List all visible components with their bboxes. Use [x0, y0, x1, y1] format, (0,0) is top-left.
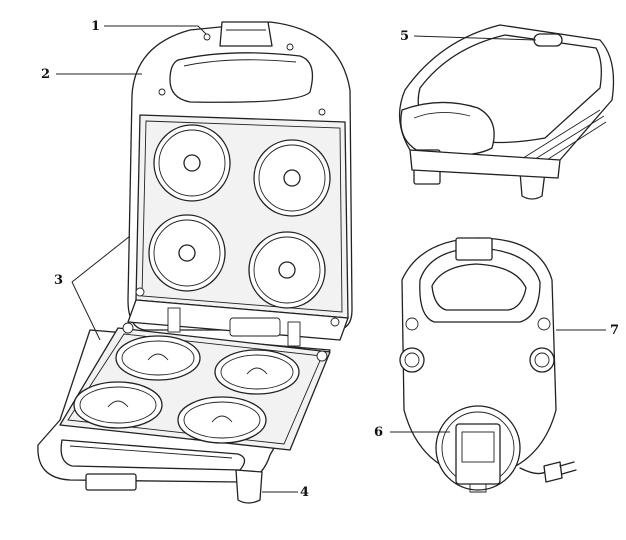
callout-4: 4: [300, 485, 309, 500]
callout-3: 3: [54, 273, 63, 288]
foot-left: [235, 469, 263, 504]
callout-5: 5: [400, 29, 409, 44]
callout-6: 6: [374, 425, 383, 440]
latch-top: [219, 21, 273, 47]
closed-appliance-view: [398, 24, 615, 200]
bottom-foot-left: [399, 347, 425, 373]
lower-donut-molds: [73, 335, 300, 444]
upper-donut-molds: [148, 124, 331, 309]
open-appliance-view: [37, 21, 353, 504]
callout-2: 2: [41, 67, 50, 82]
leader-lines: [56, 25, 606, 493]
upper-handle-opening: [169, 52, 314, 103]
bottom-foot-right: [529, 347, 555, 373]
indicator-light: [533, 33, 563, 47]
callout-1: 1: [91, 19, 100, 34]
callout-7: 7: [610, 323, 619, 338]
bottom-view: [399, 237, 577, 493]
cord-plug-holder: [455, 423, 501, 485]
plug: [543, 461, 563, 483]
